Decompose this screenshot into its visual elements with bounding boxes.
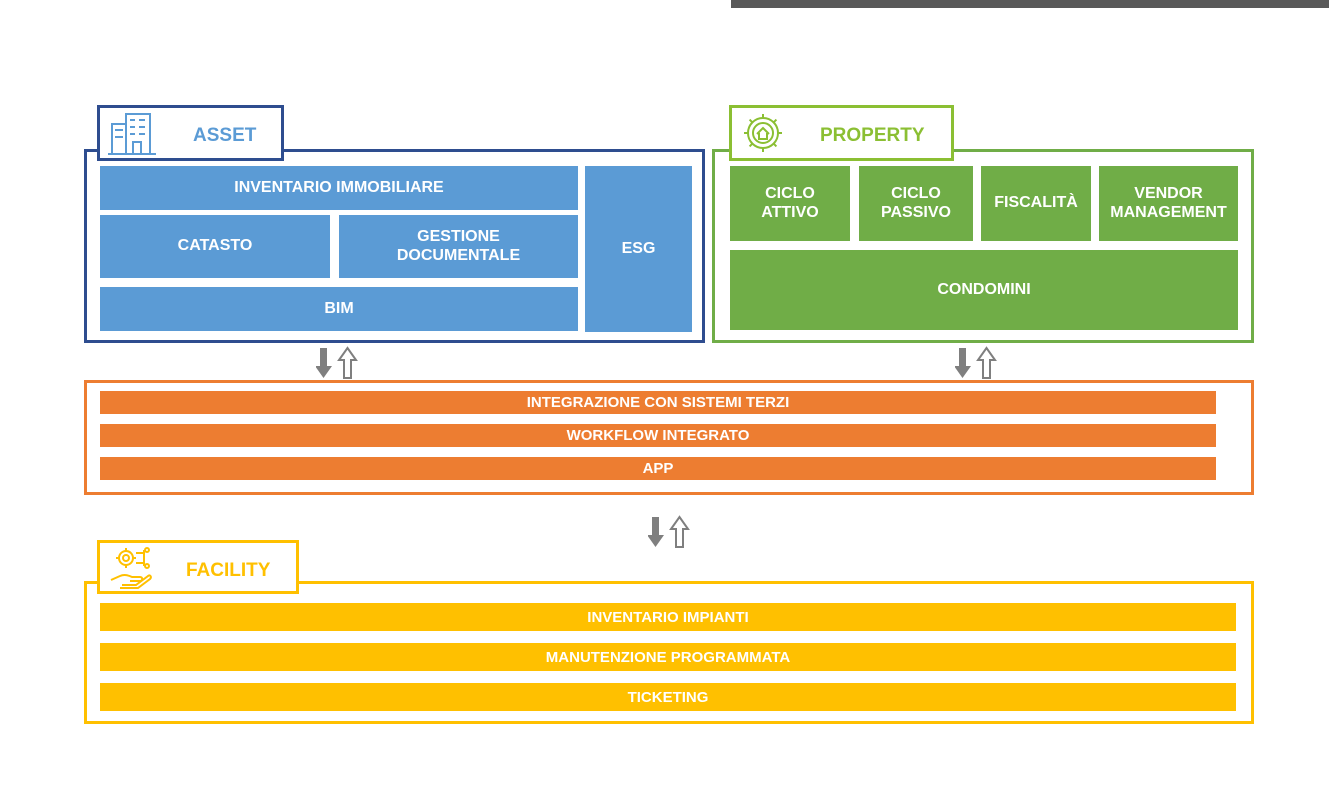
tile-bim[interactable]: BIM: [100, 287, 578, 331]
facility-row[interactable]: INVENTARIO IMPIANTI: [100, 603, 1236, 631]
property-tab: PROPERTY: [729, 105, 954, 161]
header-bar: [731, 0, 1329, 8]
facility-tab: FACILITY: [97, 540, 299, 594]
tile-catasto[interactable]: CATASTO: [100, 215, 330, 278]
integration-row[interactable]: INTEGRAZIONE CON SISTEMI TERZI: [100, 391, 1216, 414]
asset-arrows-icon: [316, 346, 358, 379]
integration-row[interactable]: WORKFLOW INTEGRATO: [100, 424, 1216, 447]
facility-row[interactable]: TICKETING: [100, 683, 1236, 711]
integration-row[interactable]: APP: [100, 457, 1216, 480]
facility-arrows-icon: [648, 515, 690, 548]
property-arrows-icon: [955, 346, 997, 379]
asset-label: ASSET: [193, 125, 257, 146]
facility-label: FACILITY: [186, 560, 271, 581]
asset-tab: ASSET: [97, 105, 284, 161]
property-label: PROPERTY: [820, 125, 925, 146]
tile-ciclo-passivo[interactable]: CICLO PASSIVO: [859, 166, 973, 241]
gear-hand-icon: [110, 547, 152, 589]
facility-row[interactable]: MANUTENZIONE PROGRAMMATA: [100, 643, 1236, 671]
tile-inventario-immobiliare[interactable]: INVENTARIO IMMOBILIARE: [100, 166, 578, 210]
tile-fiscalita[interactable]: FISCALITÀ: [981, 166, 1091, 241]
tile-ciclo-attivo[interactable]: CICLO ATTIVO: [730, 166, 850, 241]
tile-vendor-management[interactable]: VENDOR MANAGEMENT: [1099, 166, 1238, 241]
buildings-icon: [108, 113, 156, 155]
tile-condomini[interactable]: CONDOMINI: [730, 250, 1238, 330]
tile-gestione-documentale[interactable]: GESTIONE DOCUMENTALE: [339, 215, 578, 278]
tile-esg[interactable]: ESG: [585, 166, 692, 332]
gear-house-icon: [744, 114, 782, 152]
